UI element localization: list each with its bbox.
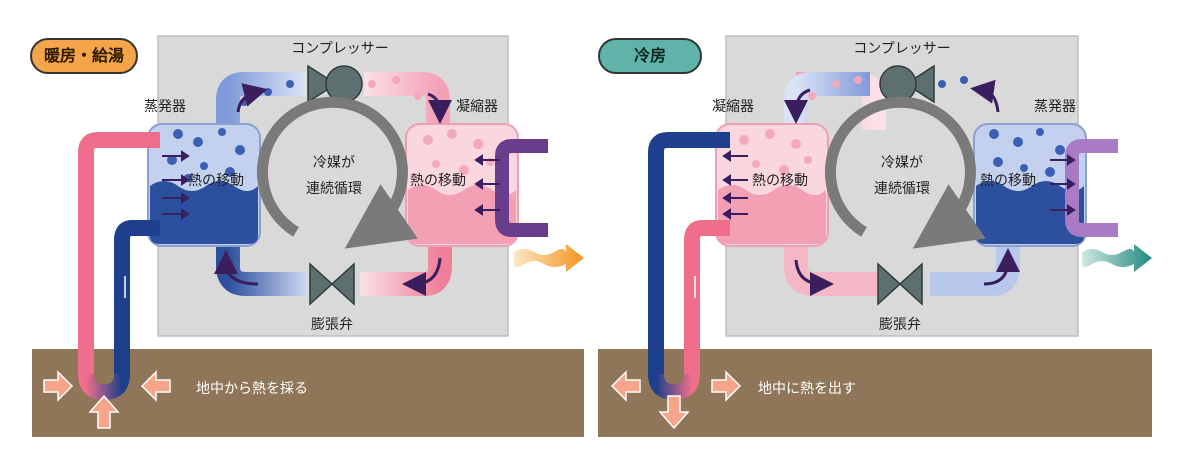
cycle-caption-line2: 連続循環 <box>874 181 930 197</box>
expansion-valve-icon <box>877 262 923 306</box>
flow-arrow <box>402 257 442 296</box>
cooling-panel <box>598 35 1152 437</box>
ground-caption: 地中に熱を出す <box>758 381 856 397</box>
ground-loop-pipe-cold <box>114 220 160 374</box>
expansion-valve-icon <box>309 262 355 306</box>
ground-loop-pipe-hot <box>78 132 160 374</box>
flow-arrow <box>794 259 834 296</box>
heating-panel <box>32 35 584 437</box>
heat-move-label: 熱の移動 <box>410 173 466 189</box>
ground-caption: 地中から熱を採る <box>196 381 308 397</box>
cycle-caption-line1: 冷媒が <box>313 155 355 171</box>
cycle-arrow-icon <box>256 96 418 249</box>
flow-arrow <box>236 83 268 113</box>
heat-move-label: 熱の移動 <box>752 173 808 189</box>
cycle-caption: 冷媒が 連続循環 <box>874 150 930 202</box>
flow-arrow <box>427 92 452 124</box>
cool-supply-pipe <box>1065 139 1118 237</box>
refrigerant-bubbles <box>739 76 862 175</box>
heat-transfer-arrows <box>162 150 190 220</box>
cool-output-wave-icon <box>1082 244 1152 272</box>
evaporator-label: 蒸発器 <box>1034 99 1076 115</box>
compressor-icon <box>307 64 363 104</box>
heat-move-label: 熱の移動 <box>188 173 244 189</box>
liquid-fill <box>408 185 516 244</box>
ground-loop-ubend <box>648 373 700 401</box>
cooling-mode-badge: 冷房 <box>598 38 702 74</box>
heat-transfer-arrows <box>1050 154 1076 216</box>
condenser-label: 凝縮器 <box>456 99 498 115</box>
expansion-valve-label: 膨張弁 <box>311 317 353 333</box>
flow-arrow <box>784 88 811 124</box>
compressor-label: コンプレッサー <box>853 41 951 57</box>
ground-loop-pipe-hot <box>684 220 730 374</box>
flow-arrow <box>983 248 1020 286</box>
cycle-arrow-icon <box>824 96 986 249</box>
compressor-label: コンプレッサー <box>291 41 389 57</box>
refrigerant-pipe-top-right <box>784 72 870 140</box>
heat-transfer-arrows <box>474 154 500 216</box>
cycle-caption-line2: 連続循環 <box>306 181 362 197</box>
refrigerant-bubbles <box>938 76 1065 177</box>
cycle-caption-line1: 冷媒が <box>881 155 923 171</box>
ground-heat-arrow-icon <box>610 370 742 430</box>
heat-transfer-arrows <box>722 150 748 220</box>
heat-supply-pipe <box>495 139 548 237</box>
liquid-fill <box>976 181 1084 244</box>
flow-arrow <box>214 250 259 286</box>
refrigerant-bubbles <box>368 76 494 175</box>
cycle-caption: 冷媒が 連続循環 <box>306 150 362 202</box>
evaporator-label: 蒸発器 <box>144 99 186 115</box>
ground-loop-ubend <box>78 373 130 401</box>
heat-move-label: 熱の移動 <box>980 173 1036 189</box>
heating-mode-badge: 暖房・給湯 <box>30 38 138 74</box>
liquid-fill <box>150 181 258 244</box>
ground-heat-arrow-icon <box>43 370 171 429</box>
condenser-label: 凝縮器 <box>712 99 754 115</box>
ground-loop-pipe-cold <box>648 132 730 374</box>
expansion-valve-label: 膨張弁 <box>879 317 921 333</box>
liquid-fill <box>718 185 826 244</box>
compressor-icon <box>879 64 935 104</box>
heat-output-wave-icon <box>514 244 584 272</box>
flow-arrow <box>970 79 1000 113</box>
